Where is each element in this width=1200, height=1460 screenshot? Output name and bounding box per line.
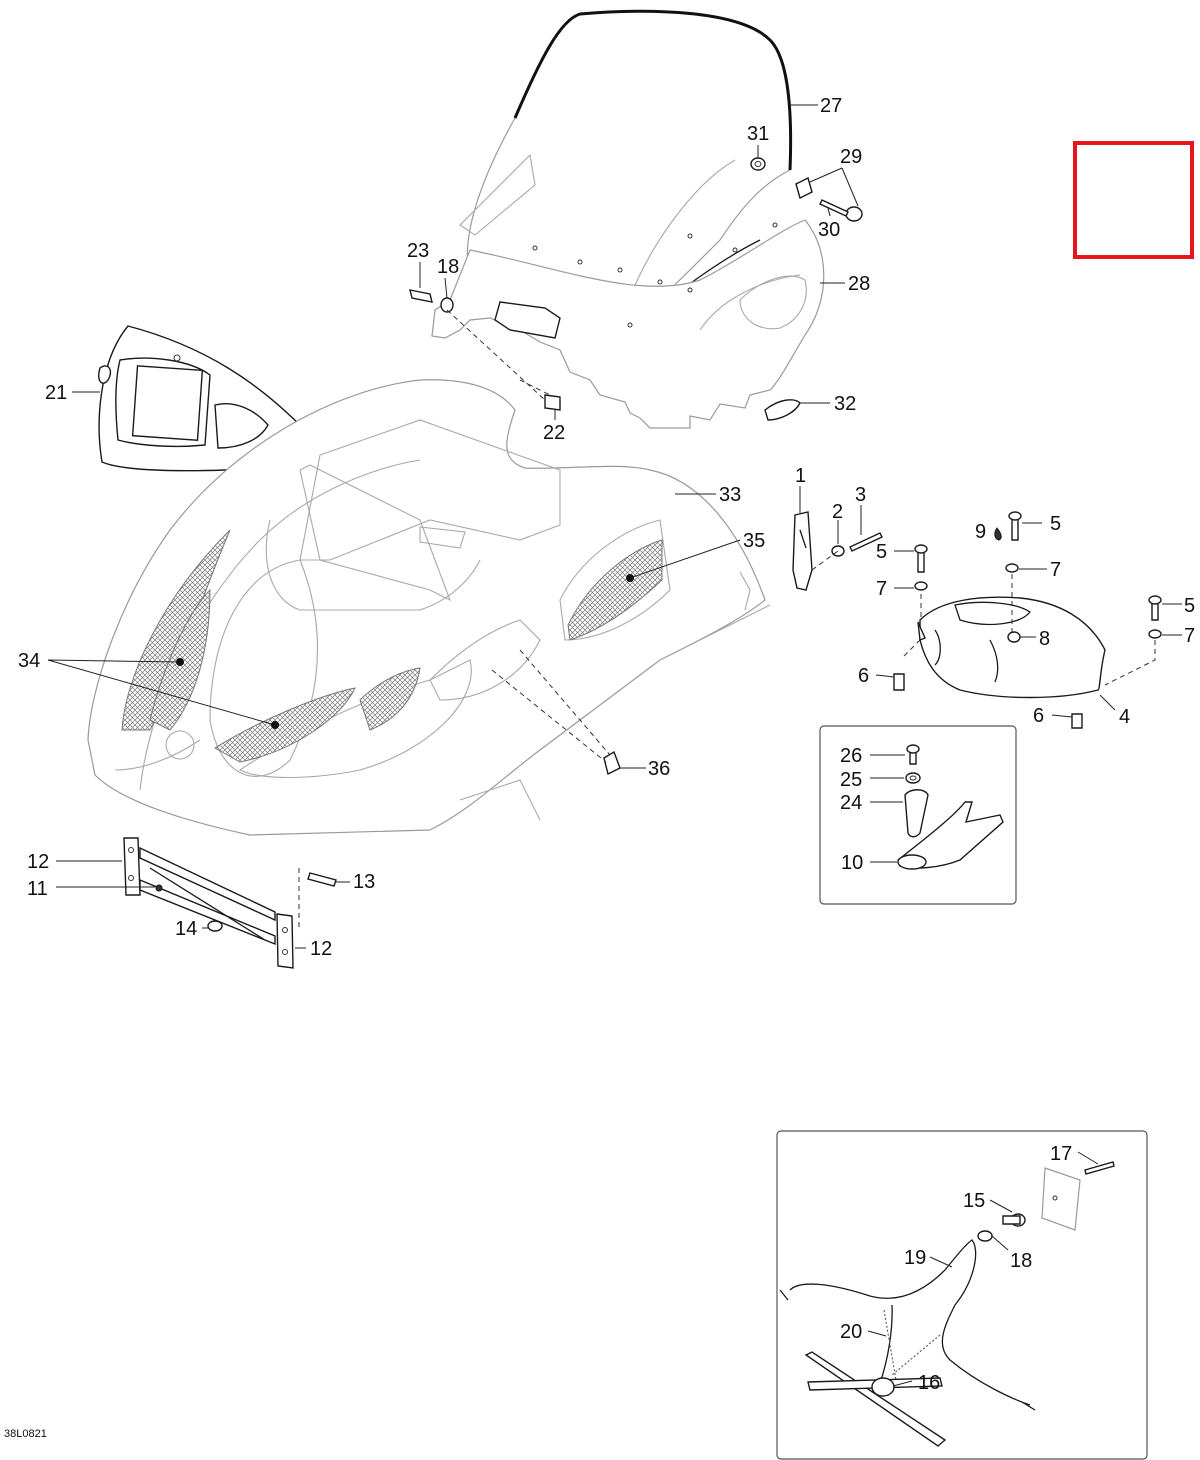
callout-29: 29 <box>840 146 862 168</box>
callout-5-top: 5 <box>1050 513 1061 535</box>
callout-19: 19 <box>904 1247 926 1269</box>
leader-dash-18-22 <box>446 309 546 401</box>
callout-5-left: 5 <box>876 541 887 563</box>
leader-lines <box>47 104 1182 1387</box>
inset-bottom-parts <box>779 1161 1115 1447</box>
highlight-box <box>1073 141 1194 259</box>
inset-box-bottom <box>776 1130 1148 1460</box>
callout-8: 8 <box>1039 628 1050 650</box>
callout-17: 17 <box>1050 1143 1072 1165</box>
callout-6-right: 6 <box>1033 705 1044 727</box>
inset-top-parts <box>897 744 1004 870</box>
callout-21: 21 <box>45 382 67 404</box>
grille-34-center <box>214 687 356 763</box>
callout-26: 26 <box>840 745 862 767</box>
grille-35 <box>567 539 663 641</box>
callout-22: 22 <box>543 422 565 444</box>
windshield <box>459 9 793 323</box>
windshield-hardware <box>409 157 863 421</box>
callout-7-left: 7 <box>876 578 887 600</box>
leader-dash-22 <box>519 379 551 396</box>
callout-3: 3 <box>855 484 866 506</box>
grille-34-right <box>359 667 421 731</box>
callout-2: 2 <box>832 501 843 523</box>
callout-7-top: 7 <box>1050 559 1061 581</box>
leader-dash-36 <box>491 649 611 763</box>
callout-11: 11 <box>27 878 48 900</box>
callout-10: 10 <box>841 852 863 874</box>
callout-labels: 27 31 29 30 23 18 28 21 32 22 33 35 34 3… <box>18 95 1195 1394</box>
callout-18-top: 18 <box>437 256 459 278</box>
callout-36: 36 <box>648 758 670 780</box>
callout-32: 32 <box>834 393 856 415</box>
instrument-panel <box>98 325 320 472</box>
callout-12-bottom: 12 <box>310 938 332 960</box>
callout-9: 9 <box>975 521 986 543</box>
callout-24: 24 <box>840 792 862 814</box>
callout-18-bottom: 18 <box>1010 1250 1032 1272</box>
callout-28: 28 <box>848 273 870 295</box>
callout-23: 23 <box>407 240 429 262</box>
callout-13: 13 <box>353 871 375 893</box>
callout-1: 1 <box>795 465 806 487</box>
callout-35: 35 <box>743 530 765 552</box>
fastener-36 <box>603 750 621 776</box>
callout-15: 15 <box>963 1190 985 1212</box>
front-rack <box>123 837 337 969</box>
callout-27: 27 <box>820 95 842 117</box>
callout-14: 14 <box>175 918 197 940</box>
callout-5-right: 5 <box>1184 595 1195 617</box>
callout-6-left: 6 <box>858 665 869 687</box>
callout-4: 4 <box>1119 706 1130 728</box>
callout-31: 31 <box>747 123 769 145</box>
callout-7-right: 7 <box>1184 625 1195 647</box>
right-cover <box>893 511 1162 729</box>
inset-box-top <box>819 725 1017 905</box>
callout-33: 33 <box>719 484 741 506</box>
callout-34: 34 <box>18 650 40 672</box>
callout-12-top: 12 <box>27 851 49 873</box>
windshield-base <box>431 219 825 429</box>
callout-25: 25 <box>840 769 862 791</box>
callout-16: 16 <box>918 1372 940 1394</box>
callout-30: 30 <box>818 219 840 241</box>
callout-20: 20 <box>840 1321 862 1343</box>
right-bracket <box>792 511 883 591</box>
drawing-code: 38L0821 <box>4 1428 47 1440</box>
